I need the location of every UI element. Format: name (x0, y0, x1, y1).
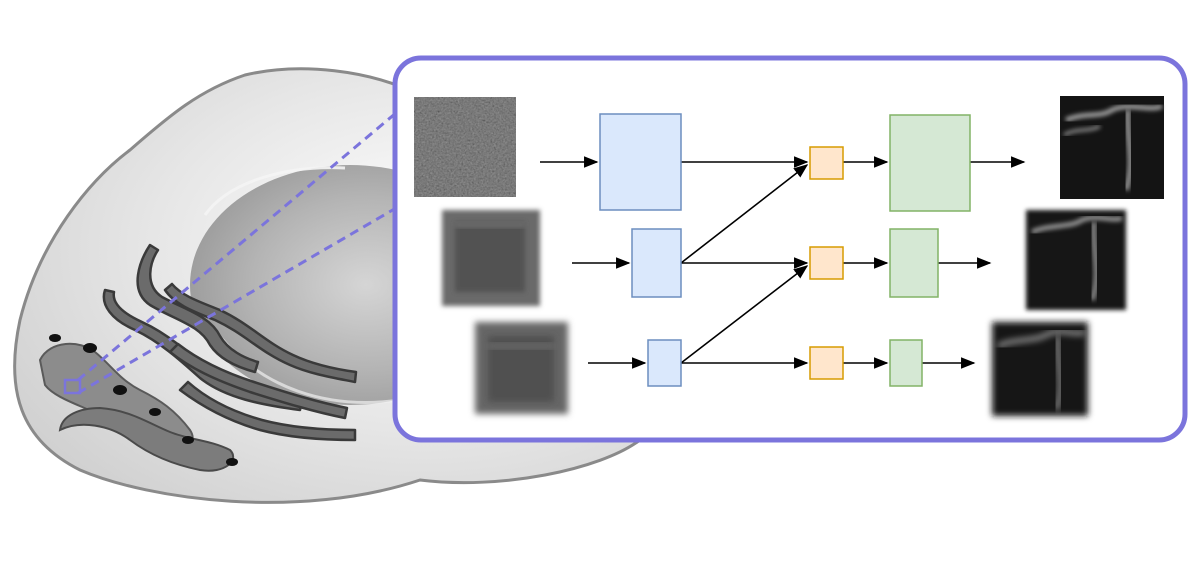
decoder-blocks (889, 114, 971, 387)
zoom-line-upper (77, 95, 416, 382)
fusion-block-1 (809, 146, 844, 180)
noisy-input-level-3 (475, 322, 568, 414)
vesicle (49, 334, 61, 342)
edges (540, 156, 1026, 369)
edge-encoder2-fusion1 (680, 164, 809, 264)
zoom-frame (392, 55, 1188, 443)
vesicle (226, 458, 238, 466)
vesicle (83, 343, 97, 353)
vesicle (113, 385, 127, 395)
network-panel (392, 55, 1188, 443)
golgi-cisterna (163, 282, 358, 384)
fusion-blocks (809, 146, 844, 380)
noisy-input-level-2 (442, 210, 540, 306)
denoised-output-level-2 (1026, 210, 1126, 310)
zoom-connector (77, 95, 416, 395)
fusion-block-2 (809, 246, 844, 280)
fusion-block-3 (809, 346, 844, 380)
decoder-block-1 (889, 114, 971, 212)
denoised-output-level-1 (1060, 96, 1164, 199)
vesicle (182, 436, 194, 444)
edge-encoder3-fusion2 (680, 265, 809, 364)
golgi-vesicles (38, 334, 238, 472)
encoder-block-1 (599, 113, 682, 211)
golgi-cisterna (178, 380, 357, 442)
noisy-input-level-1 (414, 97, 516, 197)
encoder-block-2 (631, 228, 682, 298)
decoder-block-2 (889, 228, 939, 298)
denoised-output-level-3 (992, 322, 1088, 416)
golgi-cisterna (168, 342, 349, 420)
zoom-region-marker (63, 378, 82, 395)
encoder-blocks (599, 113, 682, 387)
vesicle (149, 408, 161, 416)
zoom-line-lower (77, 195, 416, 395)
encoder-block-3 (647, 339, 682, 387)
decoder-block-3 (889, 339, 923, 387)
nucleus-rim-highlight (203, 166, 346, 216)
vesicle-ribbon (58, 406, 235, 472)
